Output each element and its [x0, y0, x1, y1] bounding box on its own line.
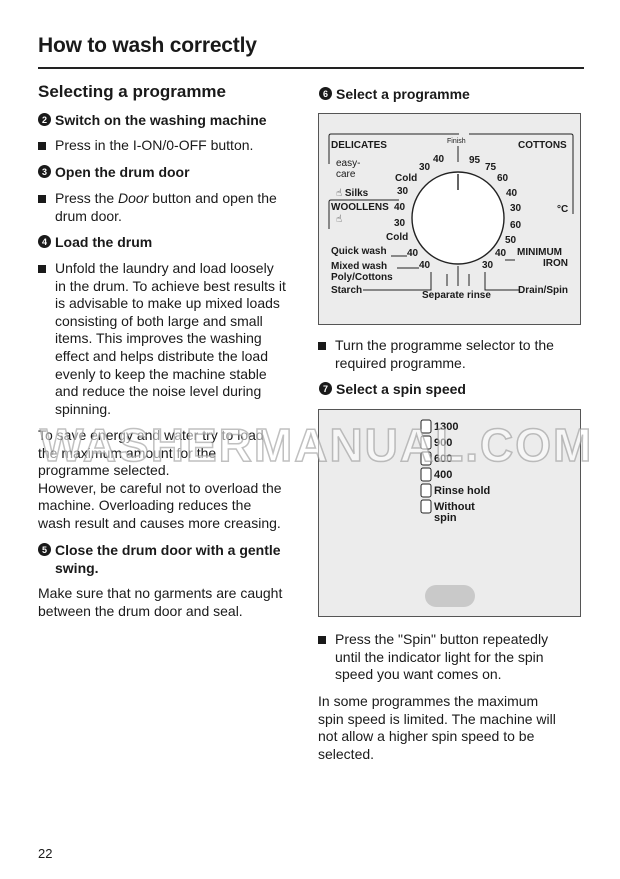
step-3-heading: 3 Open the drum door [38, 163, 190, 181]
step-7-title: Select a spin speed [336, 381, 466, 397]
step-2-instruction: Press in the I-ON/0-OFF button. [38, 137, 253, 155]
step-6-text: Turn the programme selector to the requi… [335, 337, 554, 371]
dial-temp-label: 60 [497, 173, 509, 184]
dial-temp-label: 40 [419, 260, 431, 271]
dial-degrees-label: °C [557, 204, 569, 215]
step-2-title: Switch on the washing machine [55, 112, 267, 128]
energy-advice-paragraph: To save energy and water try to load the… [38, 427, 282, 531]
step-6-title: Select a programme [336, 86, 470, 102]
programme-selector-panel: Finish DELICATES COTTONS easy-care ☝ Sil… [318, 113, 581, 325]
step-2-heading: 2 Switch on the washing machine [38, 111, 267, 129]
dial-finish-label: Finish [447, 138, 466, 145]
bullet-square [38, 265, 46, 273]
dial-separate-rinse-label: Separate rinse [422, 290, 491, 301]
step-3-text: Press the Door button and open the drum … [55, 190, 277, 224]
dial-easy-care-label: easy-care [336, 158, 361, 180]
dial-cold-label: Cold [386, 232, 409, 243]
step-4-instruction: Unfold the laundry and load loosely in t… [38, 260, 286, 418]
dial-starch-label: Starch [331, 285, 363, 296]
spin-limit-note: In some programmes the maximum spin spee… [318, 693, 556, 762]
step-4-title: Load the drum [55, 234, 153, 250]
spin-option-1300: 1300 [434, 421, 459, 433]
step-7-instruction: Press the "Spin" button repeatedly until… [318, 631, 548, 684]
step-3-instruction: Press the Door button and open the drum … [38, 190, 277, 225]
step-6-heading: 6 Select a programme [319, 85, 470, 103]
dial-temp-label: 40 [506, 188, 518, 199]
dial-temp-label: 40 [407, 248, 419, 259]
bullet-square [38, 142, 46, 150]
step-number-badge: 5 [38, 543, 51, 556]
step-number-badge: 6 [319, 87, 332, 100]
step-4-heading: 4 Load the drum [38, 233, 152, 251]
dial-temp-label: 30 [394, 218, 406, 229]
dial-iron-label: IRON [543, 258, 568, 269]
spin-option-400: 400 [434, 469, 453, 481]
dial-cold-label: Cold [395, 173, 418, 184]
bullet-square [318, 342, 326, 350]
dial-temp-label: 30 [419, 162, 431, 173]
step-5-title: Close the drum door with a gentle swing. [55, 542, 281, 576]
step-7-text: Press the "Spin" button repeatedly until… [335, 631, 549, 683]
step-number-badge: 4 [38, 235, 51, 248]
step-6-instruction: Turn the programme selector to the requi… [318, 337, 554, 372]
dial-cottons-label: COTTONS [518, 140, 567, 151]
page-title: How to wash correctly [38, 34, 257, 57]
dial-drain-spin-label: Drain/Spin [518, 285, 569, 296]
dial-delicates-label: DELICATES [331, 140, 387, 151]
dial-temp-label: 40 [433, 154, 445, 165]
step-2-text: Press in the I-ON/0-OFF button. [55, 137, 254, 153]
step-number-badge: 2 [38, 113, 51, 126]
hand-wash-icon: ☝ [336, 188, 343, 199]
spin-option-900: 900 [434, 437, 453, 449]
dial-silks-label: ☝ Silks [336, 188, 369, 199]
bullet-square [318, 636, 326, 644]
dial-quick-wash-label: Quick wash [331, 246, 387, 257]
dial-woollens-label: WOOLLENS [331, 202, 389, 213]
dial-minimum-label: MINIMUM [517, 247, 562, 258]
title-rule [38, 67, 584, 69]
dial-temp-label: 30 [510, 203, 522, 214]
step-3-title: Open the drum door [55, 164, 190, 180]
door-close-paragraph: Make sure that no garments are caught be… [38, 585, 283, 619]
step-7-heading: 7 Select a spin speed [319, 380, 466, 398]
dial-temp-label: 60 [510, 220, 522, 231]
section-title: Selecting a programme [38, 82, 227, 101]
dial-temp-label: 95 [469, 155, 481, 166]
spin-indicator-column [420, 419, 432, 514]
dial-temp-label: 40 [495, 248, 507, 259]
dial-temp-label: 75 [485, 162, 497, 173]
programme-dial-graphic [328, 133, 574, 291]
dial-temp-label: 40 [394, 202, 406, 213]
dial-temp-label: 50 [505, 235, 517, 246]
step-5-heading: 5 Close the drum door with a gentle swin… [38, 541, 281, 577]
spin-option-600: 600 [434, 453, 453, 465]
step-4-text: Unfold the laundry and load loosely in t… [55, 260, 286, 417]
bullet-square [38, 195, 46, 203]
step-number-badge: 3 [38, 165, 51, 178]
page-number: 22 [38, 846, 53, 861]
wool-hand-wash-icon: ☝ [336, 214, 343, 225]
dial-temp-label: 30 [397, 186, 409, 197]
spin-option-rinse-hold: Rinse hold [434, 485, 491, 497]
spin-button[interactable] [425, 585, 475, 607]
dial-temp-label: 30 [482, 260, 494, 271]
step-number-badge: 7 [319, 382, 332, 395]
